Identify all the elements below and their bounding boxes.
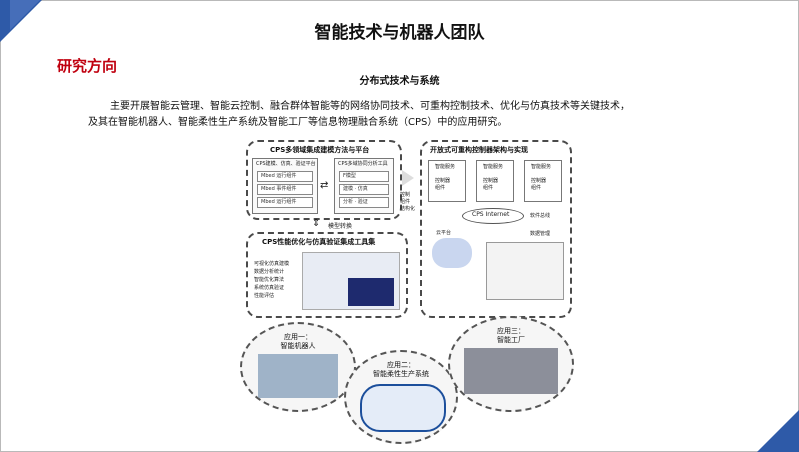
analysis-row: 建模 · 仿真 xyxy=(339,184,389,195)
controller-card-sub: 控制器 组件 xyxy=(483,178,499,191)
architecture-diagram: CPS多领域集成建模方法与平台 CPS建模、仿真、验证平台 Mbed 运行组件 … xyxy=(236,136,576,444)
paragraph-line-1: 主要开展智能云管理、智能云控制、融合群体智能等的网络协同技术、可重构控制技术、优… xyxy=(110,101,630,112)
description-paragraph: 主要开展智能云管理、智能云控制、融合群体智能等的网络协同技术、可重构控制技术、优… xyxy=(88,99,728,131)
app-name: 智能工厂 xyxy=(497,336,525,344)
page-title: 智能技术与机器人团队 xyxy=(314,23,485,43)
vertical-label: 控制 组件 结构化 xyxy=(400,192,416,212)
platform-row: Mbed 运行组件 xyxy=(257,197,313,208)
bus-label: 软件总线 xyxy=(530,213,551,219)
section-heading: 研究方向 xyxy=(57,57,118,75)
paragraph-line-2: 及其在智能机器人、智能柔性生产系统及智能工厂等信息物理融合系统（CPS）中的应用… xyxy=(88,117,508,128)
controller-card-label: 智能服务 xyxy=(531,164,552,170)
data-management-chart xyxy=(486,242,564,300)
double-arrow-icon: ⇄ xyxy=(320,180,329,191)
simulation-title: CPS性能优化与仿真验证集成工具集 xyxy=(262,238,376,246)
up-down-arrow-icon: ⇕ xyxy=(312,218,321,229)
simulation-side-text: 可视化仿真建模 数据分析统计 智能优化算法 系统仿真验证 性能评估 xyxy=(254,261,290,299)
cps-platform-panel: CPS建模、仿真、验证平台 Mbed 运行组件 Mbed 事件组件 Mbed 运… xyxy=(252,158,318,214)
subtitle: 分布式技术与系统 xyxy=(359,76,440,87)
controller-card: 智能服务 控制器 组件 xyxy=(476,160,514,202)
application-smart-factory: 应用三： 智能工厂 xyxy=(448,316,574,412)
open-controller-title: 开放式可重构控制器架构与实现 xyxy=(430,146,528,154)
analysis-row: F模型 xyxy=(339,171,389,182)
app-title: 应用二： xyxy=(387,361,415,369)
controller-card-sub: 控制器 组件 xyxy=(435,178,451,191)
right-arrow-icon xyxy=(402,170,414,186)
platform-row: Mbed 运行组件 xyxy=(257,171,313,182)
controller-card-label: 智能服务 xyxy=(435,164,456,170)
network-label: CPS Internet xyxy=(472,211,510,218)
cps-modeling-box: CPS多领域集成建模方法与平台 CPS建模、仿真、验证平台 Mbed 运行组件 … xyxy=(246,140,402,220)
app-title: 应用三： xyxy=(497,327,525,335)
network-ellipse xyxy=(462,208,524,224)
controller-card-sub: 控制器 组件 xyxy=(531,178,547,191)
data-caption: 数据管理 xyxy=(530,231,551,237)
platform-row: Mbed 事件组件 xyxy=(257,184,313,195)
robot-photo xyxy=(258,354,338,398)
cloud-icon xyxy=(432,238,472,268)
cloud-caption: 云平台 xyxy=(436,230,452,236)
open-controller-box: 开放式可重构控制器架构与实现 智能服务 控制器 组件 智能服务 控制器 组件 智… xyxy=(420,140,572,318)
cps-platform-label: CPS建模、仿真、验证平台 xyxy=(256,161,316,167)
app-name: 智能机器人 xyxy=(280,342,316,350)
app-title: 应用一： xyxy=(284,333,312,341)
app-name: 智能柔性生产系统 xyxy=(373,370,429,378)
analysis-row: 分析 · 验证 xyxy=(339,197,389,208)
corner-decoration-top-left-inner xyxy=(10,0,40,30)
factory-photo xyxy=(464,348,558,394)
application-robot: 应用一： 智能机器人 xyxy=(240,322,356,412)
model-transform-label: 模型转换 xyxy=(328,223,353,230)
controller-card-label: 智能服务 xyxy=(483,164,504,170)
simulation-3d-view xyxy=(348,278,394,306)
cps-analysis-panel: CPS多域协同分析工具 F模型 建模 · 仿真 分析 · 验证 xyxy=(334,158,394,214)
controller-card: 智能服务 控制器 组件 xyxy=(524,160,562,202)
corner-decoration-bottom-right xyxy=(757,410,799,452)
application-flexible-production: 应用二： 智能柔性生产系统 xyxy=(344,350,458,444)
cps-analysis-label: CPS多域协同分析工具 xyxy=(338,161,388,167)
production-line-graphic xyxy=(360,384,446,432)
cps-modeling-title: CPS多领域集成建模方法与平台 xyxy=(270,146,370,154)
simulation-toolset-box: CPS性能优化与仿真验证集成工具集 可视化仿真建模 数据分析统计 智能优化算法 … xyxy=(246,232,408,318)
controller-card: 智能服务 控制器 组件 xyxy=(428,160,466,202)
